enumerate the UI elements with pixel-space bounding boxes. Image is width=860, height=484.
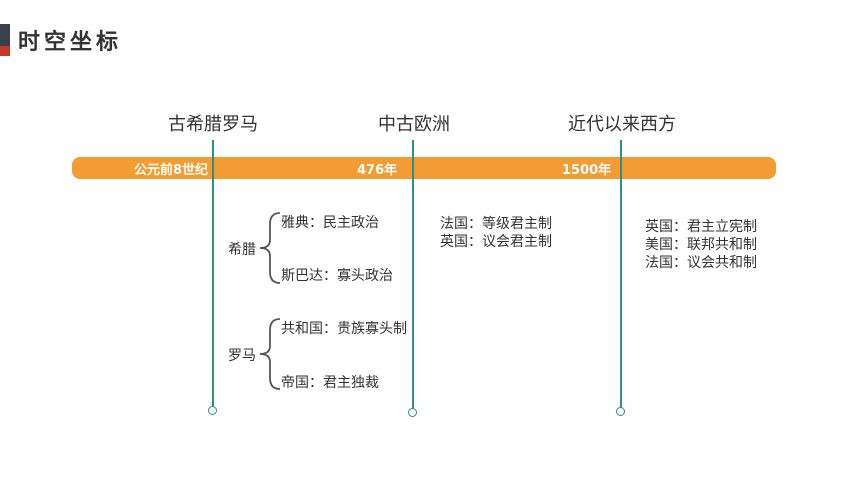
era-line-medieval [412, 140, 414, 409]
group-label-rome: 罗马 [228, 348, 256, 364]
greece-item-athens: 雅典：民主政治 [281, 215, 379, 231]
era-label-medieval: 中古欧洲 [378, 114, 450, 135]
greece-item-sparta: 斯巴达：寡头政治 [281, 268, 393, 284]
page-title: 时空坐标 [18, 29, 123, 55]
era-line-end-modern [616, 407, 625, 416]
era-line-modern [620, 140, 622, 408]
rome-item-republic: 共和国：贵族寡头制 [281, 321, 407, 337]
era-line-ancient [212, 140, 214, 407]
timeline-tick-476: 476年 [357, 163, 398, 178]
timeline-bar [72, 157, 776, 179]
modern-item-england: 英国：君主立宪制 [645, 219, 757, 235]
brace-greece [259, 212, 281, 284]
era-label-modern: 近代以来西方 [568, 114, 676, 135]
rome-item-empire: 帝国：君主独裁 [281, 375, 379, 391]
modern-item-france: 法国：议会共和制 [645, 255, 757, 271]
brace-rome [259, 318, 281, 390]
medieval-item-france: 法国：等级君主制 [440, 216, 552, 232]
modern-item-usa: 美国：联邦共和制 [645, 237, 757, 253]
medieval-item-england: 英国：议会君主制 [440, 234, 552, 250]
era-label-ancient: 古希腊罗马 [168, 114, 258, 135]
era-line-end-ancient [208, 406, 217, 415]
group-label-greece: 希腊 [228, 242, 256, 258]
timeline-tick-1500: 1500年 [562, 163, 612, 178]
title-accent-red [0, 46, 10, 56]
timeline-tick-8th-century-bc: 公元前8世纪 [134, 163, 209, 178]
era-line-end-medieval [408, 408, 417, 417]
title-accent-dark [0, 24, 10, 46]
